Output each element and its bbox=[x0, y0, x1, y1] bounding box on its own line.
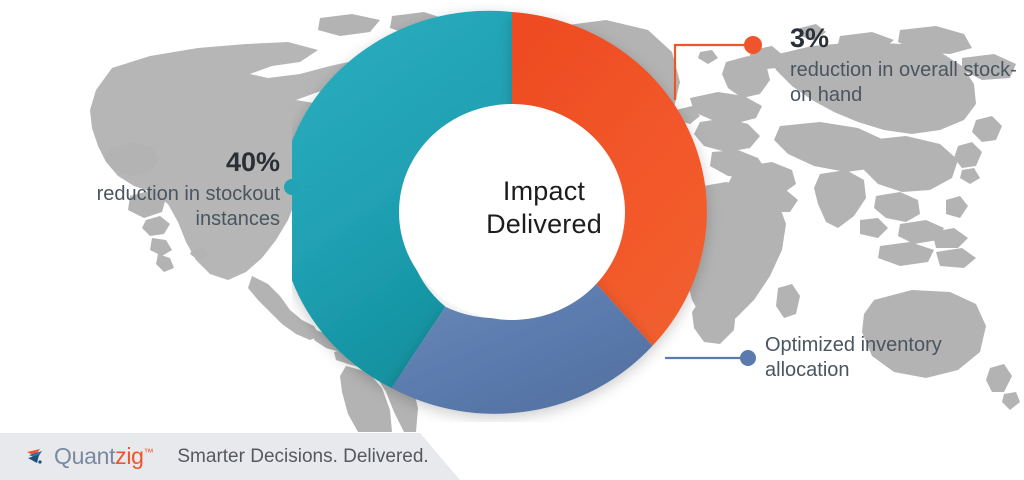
donut-chart bbox=[292, 10, 707, 414]
footer-bar bbox=[0, 433, 460, 480]
footer: Quantzig™ Smarter Decisions. Delivered. bbox=[0, 433, 1024, 480]
center-label-line2: Delivered bbox=[486, 208, 602, 239]
callout-stockout-description: reduction in stockout instances bbox=[96, 182, 280, 230]
callout-inventory-allocation: Optimized inventory allocation bbox=[765, 333, 1020, 383]
quantzig-logo-text: Quantzig™ bbox=[54, 443, 154, 470]
callout-stock-on-hand-description: reduction in overall stock-on hand bbox=[790, 58, 1017, 106]
donut-center-hole bbox=[399, 104, 625, 320]
callout-stock-on-hand: 3% reduction in overall stock-on hand bbox=[790, 23, 1020, 108]
connector-dot-stock-on-hand bbox=[744, 36, 762, 54]
donut-segment-inventory-allocation bbox=[391, 273, 653, 414]
quantzig-logo-icon bbox=[27, 448, 42, 464]
callout-stock-on-hand-percent: 3% bbox=[790, 23, 830, 53]
logo-trademark-icon: ™ bbox=[143, 447, 154, 459]
callout-stockout-percent: 40% bbox=[225, 147, 280, 177]
logo-text-zig: zig bbox=[115, 443, 144, 469]
center-label-line1: Impact bbox=[502, 176, 586, 206]
footer-content: Quantzig™ Smarter Decisions. Delivered. bbox=[0, 433, 429, 480]
connector-dot-inventory-allocation bbox=[740, 350, 756, 366]
callout-stockout: 40% reduction in stockout instances bbox=[30, 147, 280, 232]
callout-inventory-allocation-description: Optimized inventory allocation bbox=[765, 334, 942, 381]
logo-text-quant: Quant bbox=[54, 443, 116, 469]
footer-tagline: Smarter Decisions. Delivered. bbox=[177, 445, 429, 467]
center-label: Impact Delivered bbox=[414, 175, 674, 241]
